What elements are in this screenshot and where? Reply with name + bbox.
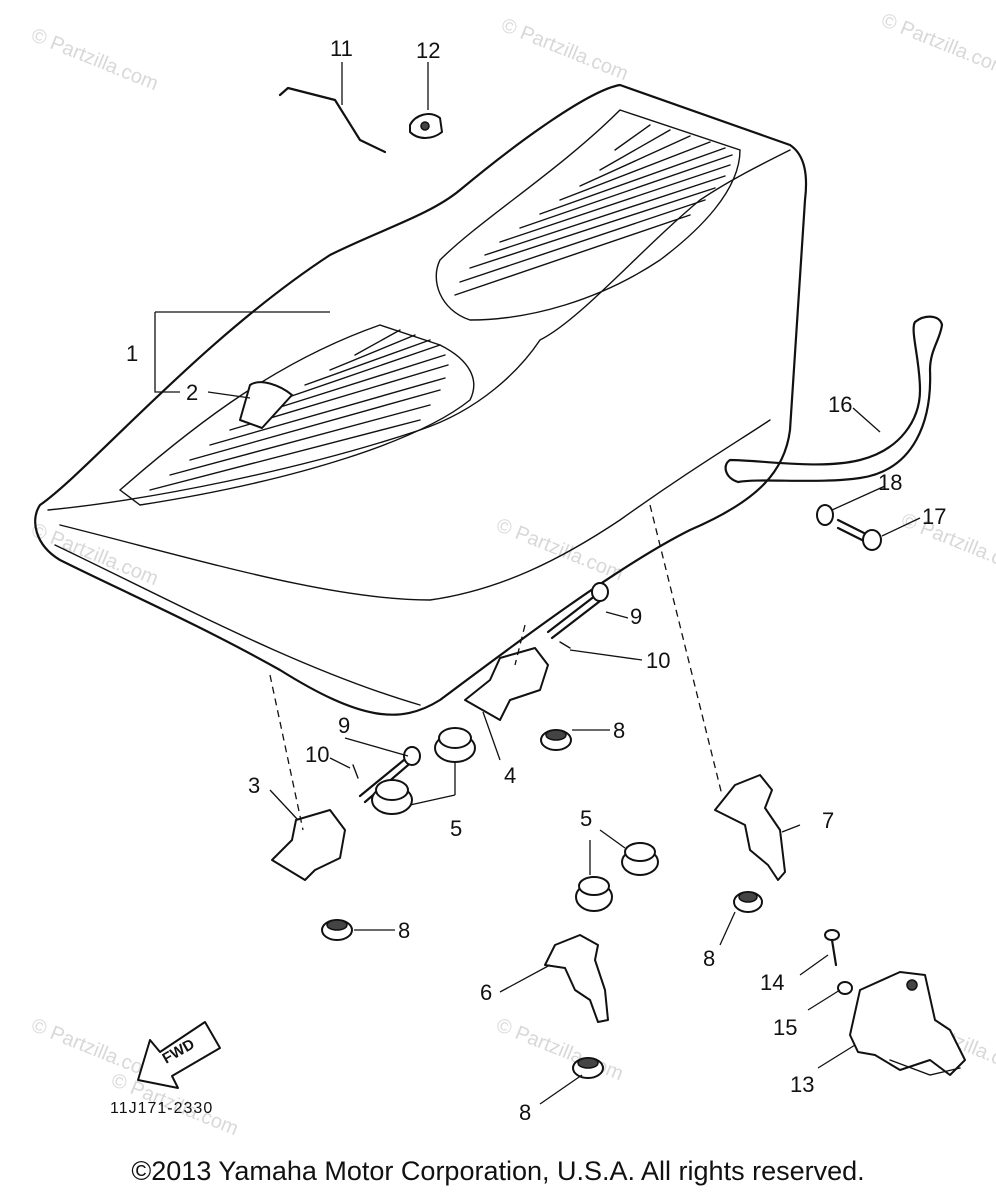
bolt-part-17 [836, 518, 882, 551]
callout-3: 3 [248, 773, 260, 798]
damper-part-5a [434, 727, 476, 763]
bracket-part-3 [271, 809, 346, 881]
screw-part-14 [824, 929, 840, 967]
seat-strap [239, 381, 293, 429]
watermark: © Partzilla.com [878, 9, 996, 80]
callout-1: 1 [126, 341, 138, 366]
watermark-layer: © Partzilla.com © Partzilla.com © Partzi… [28, 9, 996, 1140]
rear-pleats [454, 124, 733, 296]
watermark: © Partzilla.com [28, 519, 161, 590]
callout-8-d: 8 [519, 1100, 531, 1125]
seat-top-edge [47, 149, 791, 511]
hook-rod-part-11 [278, 86, 387, 154]
seat-lower-edge [54, 544, 421, 706]
callout-5-left: 5 [450, 816, 462, 841]
callout-7: 7 [822, 808, 834, 833]
front-pleats [149, 329, 449, 491]
assembly-lines [269, 504, 723, 831]
clip-part-10-lower [352, 764, 359, 779]
hook-part-7 [714, 774, 786, 881]
callout-14: 14 [760, 970, 784, 995]
forward-arrow-icon: FWD [137, 1021, 221, 1089]
callout-16: 16 [828, 392, 852, 417]
damper-part-5c [621, 842, 659, 876]
callout-10-upper: 10 [646, 648, 670, 673]
drawing-code: 11J171-2330 [110, 1100, 213, 1117]
front-pleat-panel [118, 324, 475, 506]
seat-side-edge [59, 419, 771, 601]
callout-8-c: 8 [703, 946, 715, 971]
clip-part-10-upper [559, 641, 571, 649]
grommet-part-8c [733, 891, 763, 913]
seat-lock-part-13 [849, 971, 966, 1076]
watermark: © Partzilla.com [498, 14, 631, 85]
callout-9-upper: 9 [630, 604, 642, 629]
callout-10-lower: 10 [305, 742, 329, 767]
callout-5-right: 5 [580, 806, 592, 831]
callout-4: 4 [504, 763, 516, 788]
watermark: © Partzilla.com [898, 509, 996, 580]
grab-bar-part-16 [724, 315, 944, 484]
seat-outline [34, 83, 808, 716]
callouts: 1 2 11 12 16 18 17 9 10 4 8 9 10 3 5 5 7… [126, 36, 946, 1125]
callout-12: 12 [416, 38, 440, 63]
watermark: © Partzilla.com [28, 24, 161, 95]
damper-part-5d [575, 876, 613, 912]
callout-15: 15 [773, 1015, 797, 1040]
callout-13: 13 [790, 1072, 814, 1097]
copyright-notice: ©2013 Yamaha Motor Corporation, U.S.A. A… [131, 1156, 865, 1186]
grommet-part-8b [321, 919, 353, 941]
callout-11: 11 [330, 36, 353, 61]
hook-part-6 [544, 934, 609, 1023]
bolt-part-9-upper [546, 582, 609, 640]
callout-18: 18 [878, 470, 902, 495]
callout-17: 17 [922, 504, 946, 529]
grommet-part-8d [572, 1057, 604, 1079]
watermark: © Partzilla.com [493, 1014, 626, 1085]
grommet-part-8a [540, 729, 572, 751]
washer-part-15 [837, 981, 853, 995]
rear-pleat-panel [435, 109, 741, 321]
callout-8-b: 8 [398, 918, 410, 943]
callout-8-a: 8 [613, 718, 625, 743]
callout-2: 2 [186, 380, 198, 405]
damper-part-5b [371, 779, 413, 815]
washer-part-18 [816, 504, 834, 526]
catch-part-12 [409, 113, 443, 139]
bracket-part-4 [464, 647, 549, 721]
watermark: © Partzilla.com [493, 514, 626, 585]
callout-9-lower: 9 [338, 713, 350, 738]
leader-lines [154, 62, 921, 1105]
callout-6: 6 [480, 980, 492, 1005]
seat-assembly [34, 83, 808, 716]
